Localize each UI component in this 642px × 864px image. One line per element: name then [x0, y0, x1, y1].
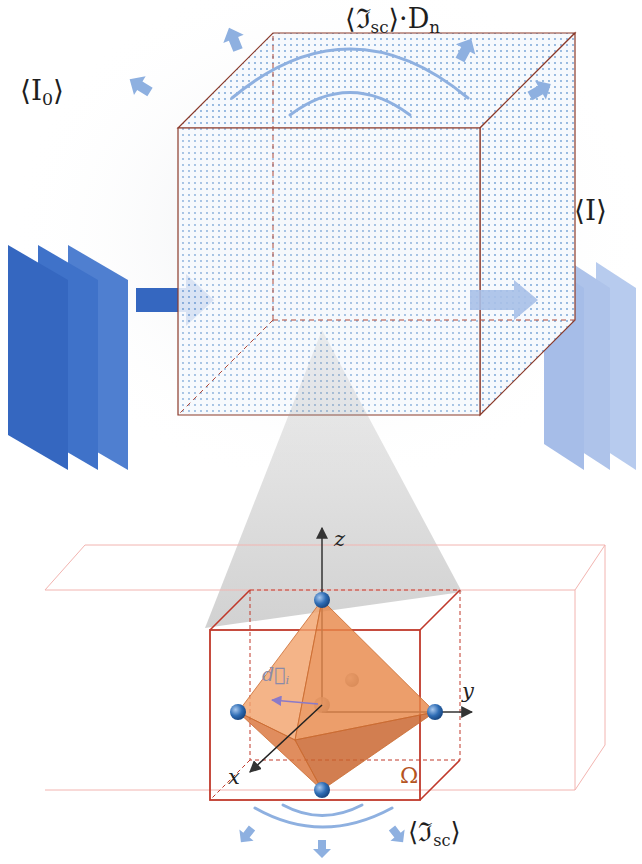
transmitted-intensity-label: ⟨I⟩ — [574, 196, 607, 227]
scatter-arrow — [219, 24, 248, 54]
scatter-arrow — [385, 822, 410, 847]
scattered-arrows-top — [124, 24, 556, 106]
scattered-arrows-bottom — [234, 822, 410, 858]
axis-label: x — [228, 766, 240, 789]
x-axis — [250, 705, 322, 772]
vector-label: d⃗i — [262, 664, 289, 687]
crystal-bar-outline — [45, 545, 605, 790]
scatter-arrow — [450, 34, 481, 66]
incident-wavefronts — [8, 245, 128, 470]
unit-cell — [210, 590, 460, 800]
transmitted-beam-arrow — [470, 280, 538, 320]
cell-label: Ω — [400, 764, 418, 788]
scattered-intensity-label: ⟨ℑsc⟩ — [408, 818, 461, 849]
incident-intensity-label: ⟨I0⟩ — [20, 76, 64, 109]
scatter-arrow — [525, 74, 557, 105]
scatter-arrow — [124, 70, 156, 101]
atom — [314, 782, 330, 798]
atom — [314, 592, 330, 608]
scattered-waves-bottom — [255, 805, 392, 827]
wavefront — [8, 245, 68, 470]
octahedron-face — [295, 712, 435, 790]
atom — [230, 704, 246, 720]
scatter-arrow — [313, 840, 331, 858]
displacement-vector — [272, 700, 318, 704]
scattered-wavefront — [283, 805, 362, 816]
scattered-wavefront — [232, 49, 468, 98]
axis-label: z — [334, 528, 345, 551]
zoom-cone — [205, 330, 462, 628]
scattered-intensity-label: ⟨ℑsc⟩·Dn — [345, 4, 440, 36]
sample-cube — [178, 33, 575, 415]
cube-hidden-edges — [178, 33, 575, 415]
cell-hidden-edge — [210, 760, 250, 800]
octahedron — [238, 600, 435, 790]
scattered-waves-top — [232, 49, 468, 115]
axis-label: y — [462, 680, 474, 703]
atom — [427, 704, 443, 720]
octahedron-atoms — [230, 592, 443, 798]
scattered-wavefront — [290, 93, 410, 116]
scatter-arrow — [234, 822, 259, 847]
cube-side-face — [480, 33, 575, 415]
cell-edges — [210, 590, 460, 800]
scattered-wavefront — [255, 808, 392, 827]
